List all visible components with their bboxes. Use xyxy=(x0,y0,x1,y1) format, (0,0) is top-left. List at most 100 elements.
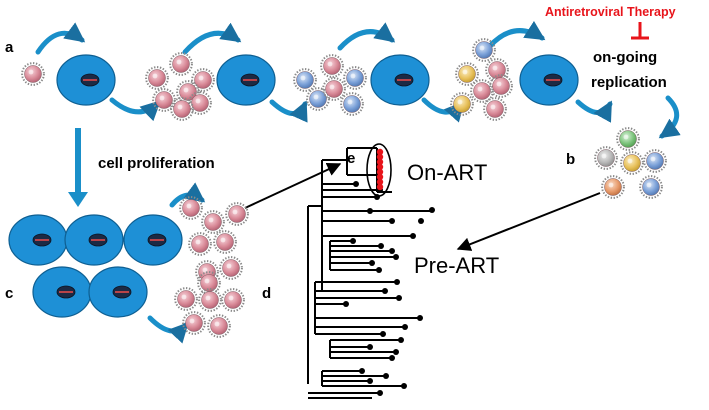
curved-arrow-icon xyxy=(182,22,242,55)
virion-icon xyxy=(594,146,618,170)
pre-art-tip xyxy=(343,301,349,307)
virion-icon xyxy=(188,232,212,256)
proliferation-arrowhead xyxy=(68,192,88,207)
virion-icon xyxy=(179,196,203,220)
virion-icon xyxy=(483,97,507,121)
pre-art-tip xyxy=(377,390,383,396)
panel-label-c: c xyxy=(5,285,13,302)
curved-arrow-icon xyxy=(269,99,308,123)
pre-art-tip xyxy=(429,207,435,213)
arrows-layer xyxy=(35,20,681,344)
virion-icon xyxy=(169,52,193,76)
virion-icon xyxy=(188,91,212,115)
virion-icon xyxy=(170,97,194,121)
infected-cell-icon xyxy=(370,54,430,106)
infected-cell-icon xyxy=(32,266,92,318)
on-art-tip xyxy=(376,158,384,166)
pre-art-tip xyxy=(369,260,375,266)
virion-icon xyxy=(182,311,206,335)
virion-icon xyxy=(322,77,346,101)
panel-label-b: b xyxy=(566,151,575,168)
pre-art-tip xyxy=(389,218,395,224)
on-art-tip xyxy=(376,163,384,171)
cells-layer xyxy=(8,54,579,318)
pre-art-tip xyxy=(367,378,373,384)
on-art-label: On-ART xyxy=(407,160,487,185)
virus-layer xyxy=(21,38,667,338)
virion-icon xyxy=(213,230,237,254)
on-art-tip xyxy=(376,178,384,186)
virion-icon xyxy=(489,74,513,98)
pre-art-tip xyxy=(383,373,389,379)
pre-art-tip xyxy=(398,337,404,343)
phylogenetic-tree-icon xyxy=(307,147,435,399)
infected-cell-icon xyxy=(216,54,276,106)
virion-icon xyxy=(450,92,474,116)
virion-icon xyxy=(176,80,200,104)
pre-art-tip xyxy=(380,331,386,337)
infected-cell-icon xyxy=(519,54,579,106)
virion-icon xyxy=(620,151,644,175)
virion-icon xyxy=(639,175,663,199)
pre-art-tip xyxy=(382,288,388,294)
pre-art-tip xyxy=(417,315,423,321)
proliferation-label: cell proliferation xyxy=(98,155,215,172)
infected-cell-icon xyxy=(64,214,124,266)
panel-label-d: d xyxy=(262,285,271,302)
virion-icon xyxy=(472,38,496,62)
virion-icon xyxy=(485,58,509,82)
virion-icon xyxy=(191,68,215,92)
curved-arrow-icon xyxy=(35,22,86,55)
pre-art-tip xyxy=(393,349,399,355)
on-art-tip xyxy=(376,183,384,191)
pre-art-tip xyxy=(396,295,402,301)
pre-art-tip xyxy=(418,218,424,224)
pre-art-tip xyxy=(350,238,356,244)
virion-icon xyxy=(219,256,243,280)
virion-icon xyxy=(340,92,364,116)
virion-icon xyxy=(293,68,317,92)
virion-icon xyxy=(221,288,245,312)
infected-cell-icon xyxy=(56,54,116,106)
curved-arrow-icon xyxy=(487,20,546,49)
on-art-tip xyxy=(376,153,384,161)
virion-icon xyxy=(174,287,198,311)
on-art-tip xyxy=(376,148,384,156)
pre-art-tip xyxy=(367,208,373,214)
pre-art-tip xyxy=(376,267,382,273)
virion-icon xyxy=(21,62,45,86)
pre-art-tip xyxy=(402,324,408,330)
curved-arrow-icon xyxy=(109,97,161,122)
curved-arrow-icon xyxy=(169,182,206,208)
virion-icon xyxy=(198,288,222,312)
virion-icon xyxy=(152,88,176,112)
curved-arrow-icon xyxy=(147,315,189,344)
ongoing-label-line2: replication xyxy=(591,74,667,91)
pre-art-tip xyxy=(367,344,373,350)
on-art-tip xyxy=(376,168,384,176)
curved-arrow-icon xyxy=(658,95,681,139)
curved-arrow-icon xyxy=(337,22,396,51)
virion-icon xyxy=(225,202,249,226)
virion-icon xyxy=(643,149,667,173)
on-art-cluster-outline xyxy=(366,143,392,197)
on-art-tip xyxy=(376,173,384,181)
curved-arrow-icon xyxy=(575,99,613,123)
infected-cell-icon xyxy=(123,214,183,266)
virion-icon xyxy=(470,79,494,103)
virion-icon xyxy=(320,54,344,78)
to-on-art-arrow xyxy=(244,162,342,209)
pre-art-tip xyxy=(353,181,359,187)
panel-label-e: e xyxy=(347,150,355,167)
virion-icon xyxy=(455,62,479,86)
pre-art-tip xyxy=(410,233,416,239)
ongoing-label-line1: on-going xyxy=(593,49,657,66)
to-pre-art-arrow xyxy=(456,192,601,251)
virion-icon xyxy=(601,175,625,199)
pre-art-label: Pre-ART xyxy=(414,253,499,278)
pre-art-tip xyxy=(359,368,365,374)
panel-label-a: a xyxy=(5,39,14,56)
therapy-block-icon xyxy=(631,22,649,40)
